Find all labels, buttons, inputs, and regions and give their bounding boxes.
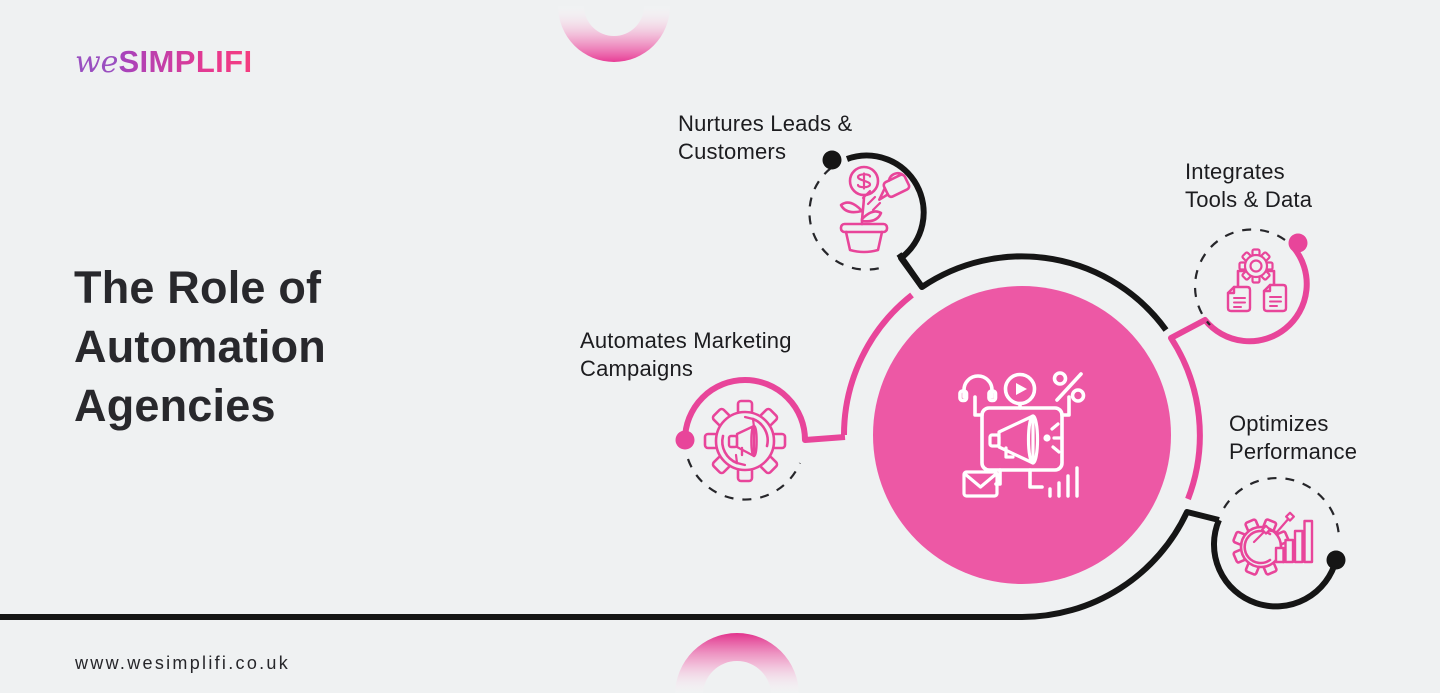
- page-title: The Role of Automation Agencies: [74, 262, 326, 431]
- automates-dot: [675, 430, 695, 450]
- top-crescent-decoration: [558, 6, 670, 62]
- brand-logo: weSIMPLIFI: [75, 44, 253, 80]
- nurtures-dashed-arc: [808, 167, 881, 271]
- automates-solid-arc: [682, 377, 846, 443]
- optimizes-solid-arc: [1210, 518, 1339, 610]
- label-automates-marketing-campaigns: Automates Marketing Campaigns: [580, 328, 792, 381]
- automates-dashed-arc: [686, 458, 802, 501]
- brand-logo-prefix: we: [75, 45, 119, 80]
- node-nurtures: [808, 150, 927, 289]
- brand-logo-name: SIMPLIFI: [118, 44, 253, 79]
- website-url: www.wesimplifi.co.uk: [75, 653, 291, 673]
- bottom-crescent-decoration: [675, 633, 799, 693]
- hub-ring-black-arc: [896, 252, 1169, 332]
- baseline-swoosh: [0, 509, 1220, 620]
- marketing-automation-board-icon: [958, 371, 1086, 498]
- gear-megaphone-icon: [703, 399, 787, 483]
- central-hub-circle: [873, 286, 1171, 584]
- node-automates: [675, 377, 846, 501]
- gear-growth-chart-icon: [1232, 511, 1314, 576]
- gear-documents-icon: [1226, 248, 1288, 313]
- money-plant-watering-icon: [839, 165, 911, 254]
- node-integrates: [1193, 228, 1308, 326]
- label-nurtures-leads-customers: Nurtures Leads & Customers: [678, 111, 853, 164]
- node-optimizes: [1210, 476, 1346, 610]
- hub-ring-left-pink-arc: [841, 292, 914, 436]
- optimizes-dashed-arc: [1223, 476, 1341, 538]
- optimizes-dot: [1326, 550, 1346, 570]
- integrates-dashed-arc: [1193, 228, 1286, 326]
- nurtures-dot: [822, 150, 842, 170]
- nurtures-solid-arc: [845, 152, 927, 289]
- label-optimizes-performance: Optimizes Performance: [1229, 411, 1358, 464]
- hub-ring-right-pink-arc: [1168, 246, 1310, 501]
- label-integrates-tools-data: Integrates Tools & Data: [1185, 159, 1313, 212]
- integrates-dot: [1288, 233, 1308, 253]
